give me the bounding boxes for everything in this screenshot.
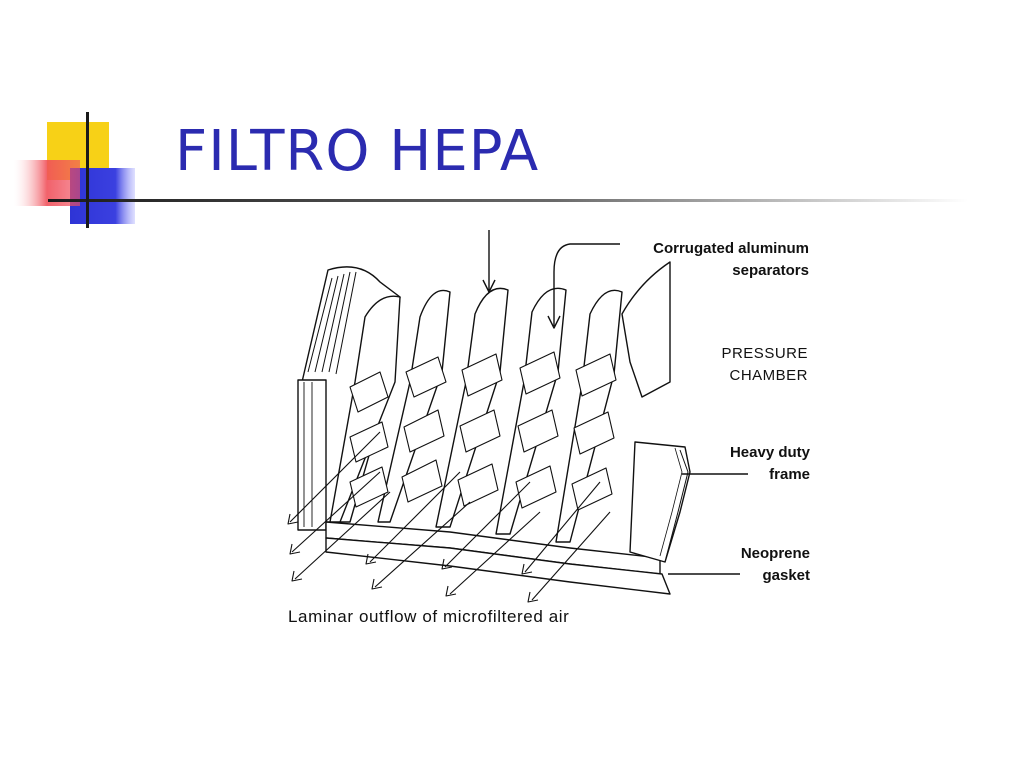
outflow-arrows [287, 431, 611, 603]
slide-decoration [14, 112, 968, 228]
separator-leader-line [553, 243, 620, 326]
label-separators-line1: Corrugated aluminum [653, 240, 809, 257]
label-frame-line1: Heavy duty [729, 444, 810, 461]
hepa-filter-drawing [287, 230, 748, 603]
blue-square [70, 168, 135, 224]
label-gasket-line2: gasket [762, 567, 810, 584]
page-title: FILTRO HEPA [175, 119, 540, 184]
label-chamber-line1: PRESSURE [721, 345, 808, 362]
label-pressure-chamber: PRESSURE CHAMBER [721, 343, 808, 387]
frame-right [629, 441, 691, 563]
label-separators-line2: separators [732, 262, 809, 279]
label-chamber-line2: CHAMBER [729, 367, 808, 384]
figure-caption: Laminar outflow of microfiltered air [288, 607, 570, 626]
hepa-filter-diagram [270, 222, 830, 642]
corrugated-separators [349, 351, 617, 511]
vertical-rule [86, 112, 89, 228]
label-corrugated-separators: Corrugated aluminum separators [653, 238, 809, 282]
title-underline [48, 199, 968, 202]
label-frame-line2: frame [769, 466, 810, 483]
filter-pleats [329, 287, 623, 543]
separator-right-sheet [621, 261, 671, 398]
label-heavy-duty-frame: Heavy duty frame [730, 442, 810, 486]
label-gasket-line1: Neoprene [740, 545, 810, 562]
red-square [14, 160, 80, 206]
label-neoprene-gasket: Neoprene gasket [741, 543, 810, 587]
